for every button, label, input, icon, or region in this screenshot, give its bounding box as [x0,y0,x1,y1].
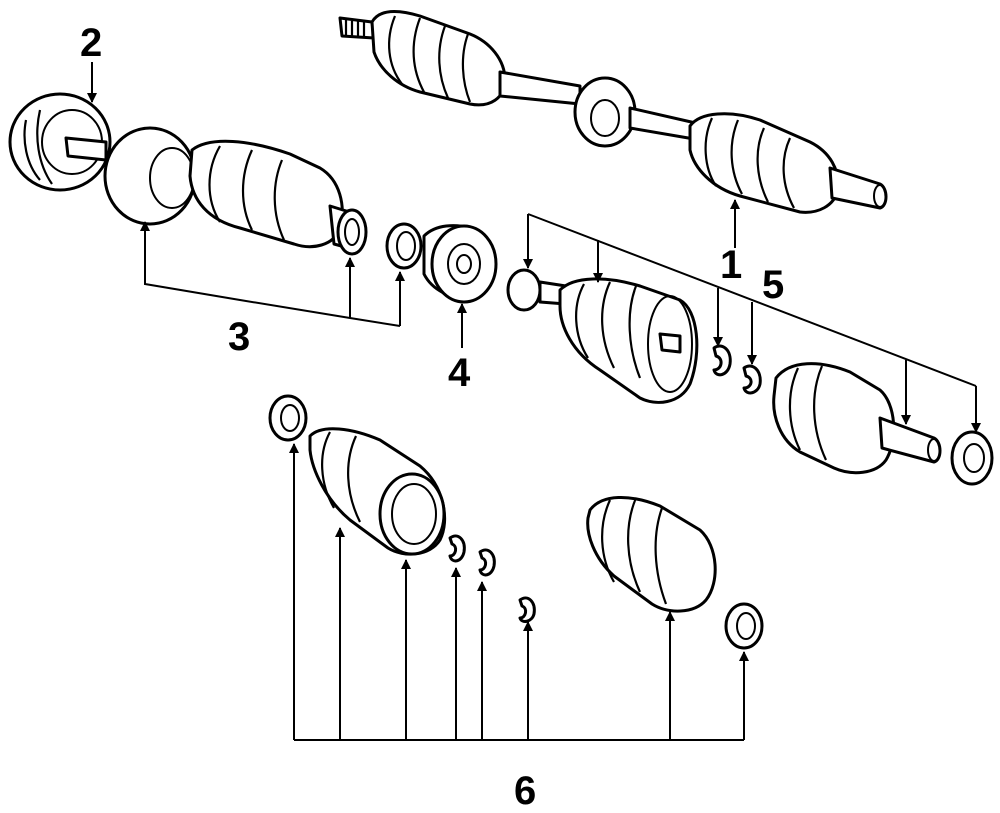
callout-5: 5 [762,263,784,307]
clamp-ring [385,222,423,270]
boot-kit-part-6 [268,394,764,650]
outer-joint-part-3 [64,126,368,256]
callout-4: 4 [448,351,471,395]
callout-6: 6 [514,769,536,813]
callout-3: 3 [228,315,250,359]
axle-assembly-part-1 [338,10,888,214]
leader-lines [87,62,981,741]
inner-joint-part-4 [422,224,498,304]
callout-2: 2 [80,21,102,65]
inner-joint-set-part-5 [506,268,994,486]
callout-1: 1 [720,243,742,287]
dust-seal-part-2 [8,92,112,192]
